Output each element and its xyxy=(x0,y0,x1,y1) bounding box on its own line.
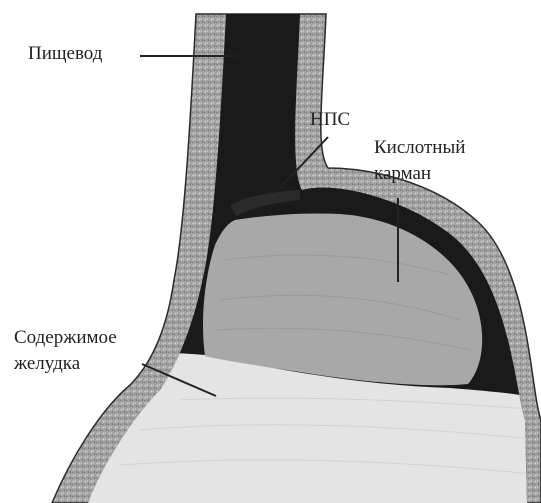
les-label: НПС xyxy=(310,108,350,132)
acid-pocket-label-line2: карман xyxy=(374,162,431,186)
acid-pocket-label-line1: Кислотный xyxy=(374,136,465,160)
esophagus-label: Пищевод xyxy=(28,42,102,66)
gastric-content-label-line1: Содержимое xyxy=(14,326,117,350)
gastric-content-label-line2: желудка xyxy=(14,352,80,376)
